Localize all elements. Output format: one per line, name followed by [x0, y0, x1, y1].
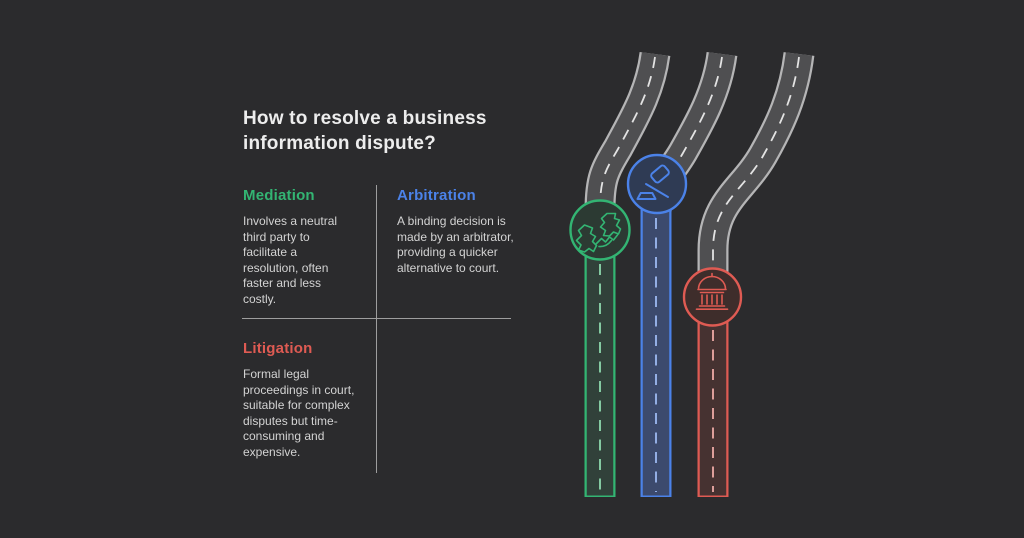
litigation-description: Formal legal proceedings in court, suita… [243, 367, 355, 459]
mediation-description: Involves a neutral third party to facili… [243, 214, 338, 306]
litigation-section: Litigation Formal legal proceedings in c… [243, 340, 361, 460]
quadrant-vertical-divider [376, 185, 377, 473]
arbitration-section: Arbitration A binding decision is made b… [397, 187, 523, 276]
quadrant-horizontal-divider [242, 318, 511, 319]
mediation-section: Mediation Involves a neutral third party… [243, 187, 351, 307]
courthouse-icon [695, 272, 729, 311]
arbitration-description: A binding decision is made by an arbitra… [397, 214, 514, 275]
arbitration-badge [626, 153, 688, 215]
page-title: How to resolve a business information di… [243, 108, 487, 154]
gray-road-to-litigation [697, 51, 815, 300]
mediation-heading: Mediation [243, 187, 315, 204]
handshake-icon [575, 212, 622, 253]
litigation-heading: Litigation [243, 340, 313, 357]
arbitration-heading: Arbitration [397, 187, 476, 204]
gray-road-to-mediation [584, 51, 671, 242]
gavel-icon [636, 164, 670, 200]
